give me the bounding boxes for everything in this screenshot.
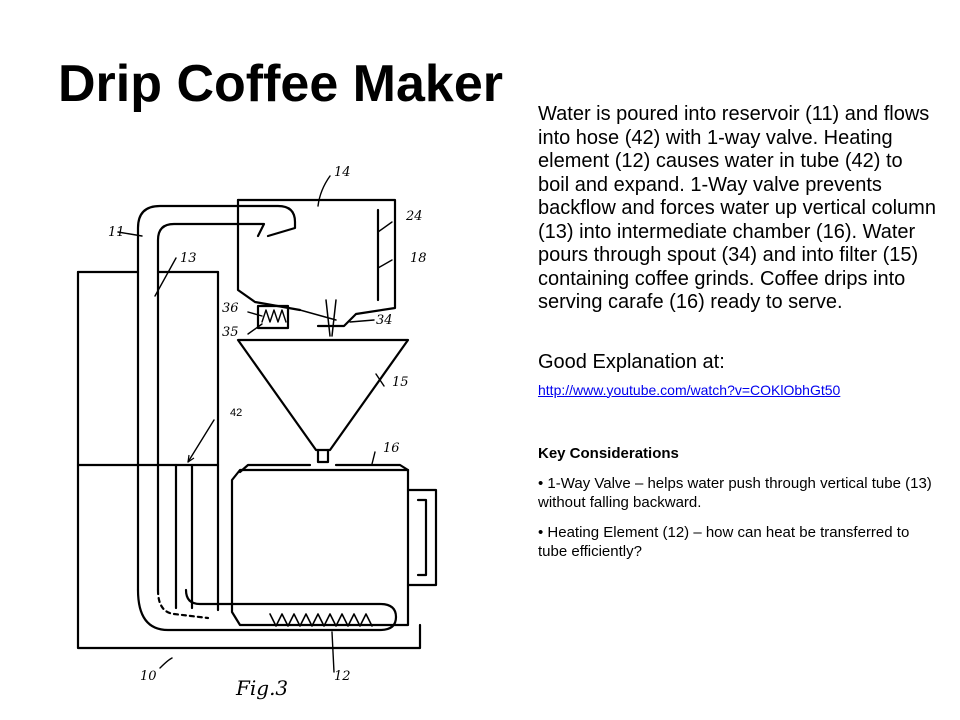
upper-chamber [236, 198, 397, 328]
figure-caption: Fig.3 [235, 676, 288, 700]
bottom-tube-dashed [156, 588, 210, 620]
label-13: 13 [180, 251, 197, 266]
vertical-column-13 [136, 204, 297, 592]
thermostat-36 [256, 304, 290, 330]
coffee-maker-diagram: 14 11 13 24 18 36 35 34 15 16 10 12 Fig.… [76, 165, 438, 700]
label-14: 14 [334, 165, 351, 180]
label-10: 10 [140, 669, 157, 684]
label-12: 12 [334, 669, 351, 684]
thermostat-spring [261, 309, 287, 323]
label-24: 24 [405, 209, 423, 224]
carafe-lid-line [238, 463, 410, 474]
label-15: 15 [392, 375, 409, 390]
key-considerations-title: Key Considerations [538, 444, 679, 462]
youtube-link[interactable]: http://www.youtube.com/watch?v=COKlObhGt… [538, 381, 841, 398]
process-description: Water is poured into reservoir (11) and … [538, 103, 936, 313]
carafe-16 [230, 468, 410, 627]
slide-title: Drip Coffee Maker [58, 55, 503, 113]
arrow-42-icon [187, 454, 195, 463]
explanation-label: Good Explanation at: [538, 350, 725, 373]
label-35: 35 [222, 325, 239, 340]
bullet-one-way-valve: • 1-Way Valve – helps water push through… [538, 474, 932, 511]
reservoir-shell [76, 270, 422, 650]
vertical-column-13-inner [156, 222, 266, 592]
carafe-handle [406, 488, 438, 587]
label-42: 42 [230, 407, 242, 419]
description-column: Water is poured into reservoir (11) and … [538, 103, 938, 561]
spout-34 [299, 299, 337, 337]
label-36: 36 [222, 301, 239, 316]
bottom-tube [136, 588, 398, 632]
label-18: 18 [410, 251, 427, 266]
label-16: 16 [383, 441, 400, 456]
filter-funnel-15 [236, 338, 410, 452]
leader-lines [117, 175, 393, 673]
bullet-heating-element: • Heating Element (12) – how can heat be… [538, 523, 910, 560]
filter-tip [316, 448, 330, 464]
upper-chamber-left [236, 198, 302, 312]
label-11: 11 [108, 225, 125, 240]
coffee-maker-figure: 14 11 13 24 18 36 35 34 15 16 10 12 Fig.… [70, 150, 450, 710]
label-34: 34 [376, 313, 393, 328]
